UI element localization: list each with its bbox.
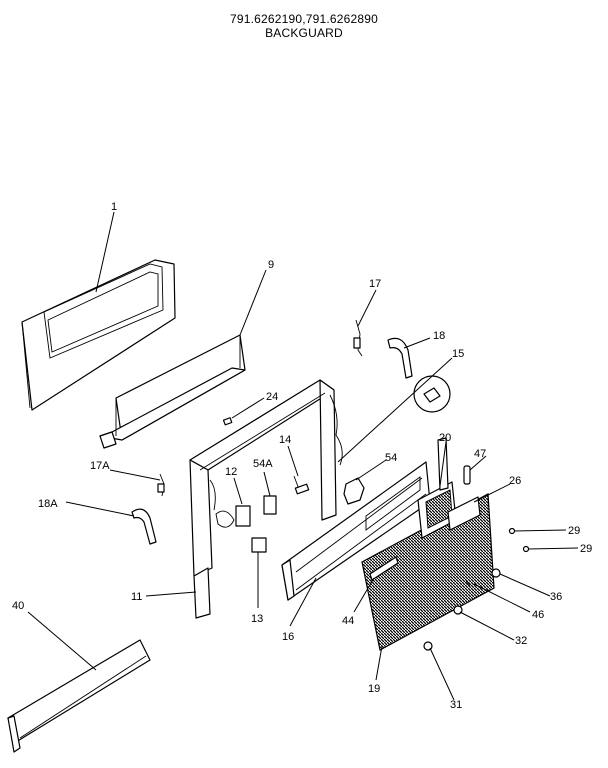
callout-15: 15 xyxy=(452,348,464,360)
callout-54A: 54A xyxy=(253,458,273,470)
leader-lines xyxy=(27,211,579,701)
part-16-control-panel xyxy=(281,461,431,601)
part-24-screw xyxy=(222,417,233,426)
part-17-hinge xyxy=(353,319,363,357)
part-14-pin xyxy=(293,475,310,495)
part-36-nut xyxy=(491,568,501,578)
part-40-trim xyxy=(7,639,151,753)
callout-1: 1 xyxy=(111,201,117,213)
callout-44: 44 xyxy=(342,615,354,627)
callout-11: 11 xyxy=(131,591,142,603)
callout-12: 12 xyxy=(225,466,237,478)
callout-46: 46 xyxy=(532,609,544,621)
part-18A-hinge xyxy=(131,508,157,545)
callout-32: 32 xyxy=(515,635,527,647)
callout-29-upper: 29 xyxy=(568,525,580,537)
part-54-switch xyxy=(343,477,365,505)
callout-20: 20 xyxy=(439,432,451,444)
callout-14: 14 xyxy=(279,434,291,446)
callout-16: 16 xyxy=(282,631,294,643)
part-18-hinge xyxy=(387,337,413,379)
callout-54: 54 xyxy=(385,452,397,464)
part-17A-hinge xyxy=(157,473,165,497)
part-11-frame xyxy=(189,379,343,619)
callout-26: 26 xyxy=(509,475,521,487)
part-26-lens xyxy=(447,496,481,531)
callout-18A: 18A xyxy=(38,498,58,510)
callout-19: 19 xyxy=(368,683,380,695)
callout-13: 13 xyxy=(251,613,263,625)
callout-9: 9 xyxy=(268,259,274,271)
model-numbers: 791.6262190,791.6262890 xyxy=(229,12,379,26)
part-12-switch xyxy=(215,505,251,528)
part-46-screw xyxy=(465,580,471,587)
callout-17A: 17A xyxy=(90,460,110,472)
callout-18: 18 xyxy=(433,330,445,342)
callout-31: 31 xyxy=(450,699,462,711)
part-13-switch xyxy=(251,537,267,553)
part-44-nameplate xyxy=(369,556,399,581)
part-29-screws xyxy=(508,527,530,553)
callout-29-lower: 29 xyxy=(580,543,592,555)
callout-36: 36 xyxy=(550,591,562,603)
callout-24: 24 xyxy=(266,391,278,403)
section-title: BACKGUARD xyxy=(265,26,343,40)
part-1-back-panel xyxy=(21,259,176,411)
part-54A-switch xyxy=(263,495,277,515)
callout-47: 47 xyxy=(474,448,486,460)
callout-40: 40 xyxy=(12,600,24,612)
part-9-channel xyxy=(99,334,246,449)
callout-17: 17 xyxy=(369,278,381,290)
part-47-clip xyxy=(463,465,471,485)
part-15-knob xyxy=(413,375,451,413)
